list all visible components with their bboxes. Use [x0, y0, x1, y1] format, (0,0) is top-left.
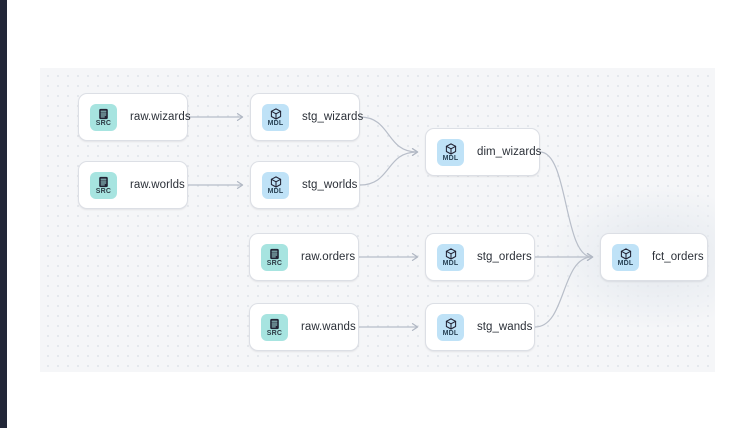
arrowhead-icon: [411, 148, 419, 156]
node-badge-mdl: MDL: [262, 103, 289, 131]
graph-node-stg_worlds[interactable]: MDL stg_worlds: [250, 161, 360, 209]
arrowhead-icon: [586, 253, 594, 261]
node-label: raw.worlds: [130, 179, 185, 191]
node-badge-label: MDL: [442, 329, 459, 337]
node-badge-src: SRC: [90, 103, 117, 131]
node-label: raw.wands: [301, 321, 356, 333]
cube-icon: [445, 247, 457, 260]
node-badge-label: MDL: [617, 259, 634, 267]
cube-icon: [270, 175, 282, 188]
graph-node-fct_orders[interactable]: MDL fct_orders: [600, 233, 708, 281]
node-label: fct_orders: [652, 251, 704, 263]
node-badge-mdl: MDL: [612, 243, 639, 271]
graph-node-stg_wizards[interactable]: MDL stg_wizards: [250, 93, 364, 141]
node-badge-mdl: MDL: [437, 138, 464, 166]
cube-icon: [445, 142, 457, 155]
arrowhead-icon: [586, 253, 594, 261]
graph-node-raw_wizards[interactable]: SRC raw.wizards: [78, 93, 191, 141]
arrowhead-icon: [236, 181, 244, 189]
node-badge-mdl: MDL: [262, 171, 289, 199]
node-badge-label: MDL: [442, 259, 459, 267]
database-icon: [269, 248, 280, 260]
node-badge-label: SRC: [95, 187, 112, 195]
node-badge-src: SRC: [90, 171, 117, 199]
node-badge-label: MDL: [267, 187, 284, 195]
node-badge-mdl: MDL: [437, 313, 464, 341]
node-label: stg_wizards: [302, 111, 364, 123]
node-badge-label: SRC: [266, 329, 283, 337]
graph-node-stg_orders[interactable]: MDL stg_orders: [425, 233, 535, 281]
cube-icon: [445, 317, 457, 330]
edge-stg_wands-to-fct_orders: [534, 256, 593, 328]
node-badge-mdl: MDL: [437, 243, 464, 271]
cube-icon: [270, 107, 282, 120]
graph-node-raw_worlds[interactable]: SRC raw.worlds: [78, 161, 188, 209]
node-badge-src: SRC: [261, 243, 288, 271]
database-icon: [98, 108, 109, 120]
cube-icon: [620, 247, 632, 260]
arrowhead-icon: [236, 113, 244, 121]
node-badge-label: MDL: [267, 119, 284, 127]
database-icon: [269, 318, 280, 330]
node-label: stg_wands: [477, 321, 533, 333]
database-icon: [98, 176, 109, 188]
arrowhead-icon: [411, 148, 419, 156]
node-label: raw.wizards: [130, 111, 191, 123]
graph-node-stg_wands[interactable]: MDL stg_wands: [425, 303, 535, 351]
node-label: stg_worlds: [302, 179, 358, 191]
node-badge-src: SRC: [261, 313, 288, 341]
arrowhead-icon: [586, 253, 594, 261]
edge-stg_worlds-to-dim_wizards: [359, 151, 418, 186]
node-label: stg_orders: [477, 251, 532, 263]
graph-node-raw_orders[interactable]: SRC raw.orders: [249, 233, 359, 281]
node-badge-label: SRC: [95, 119, 112, 127]
arrowhead-icon: [411, 253, 419, 261]
node-label: raw.orders: [301, 251, 356, 263]
node-badge-label: MDL: [442, 154, 459, 162]
graph-node-raw_wands[interactable]: SRC raw.wands: [249, 303, 359, 351]
node-badge-label: SRC: [266, 259, 283, 267]
edge-stg_wizards-to-dim_wizards: [359, 116, 418, 153]
node-label: dim_wizards: [477, 146, 542, 158]
left-rail: [0, 0, 7, 428]
arrowhead-icon: [411, 323, 419, 331]
graph-node-dim_wizards[interactable]: MDL dim_wizards: [425, 128, 542, 176]
edge-dim_wizards-to-fct_orders: [539, 151, 593, 258]
